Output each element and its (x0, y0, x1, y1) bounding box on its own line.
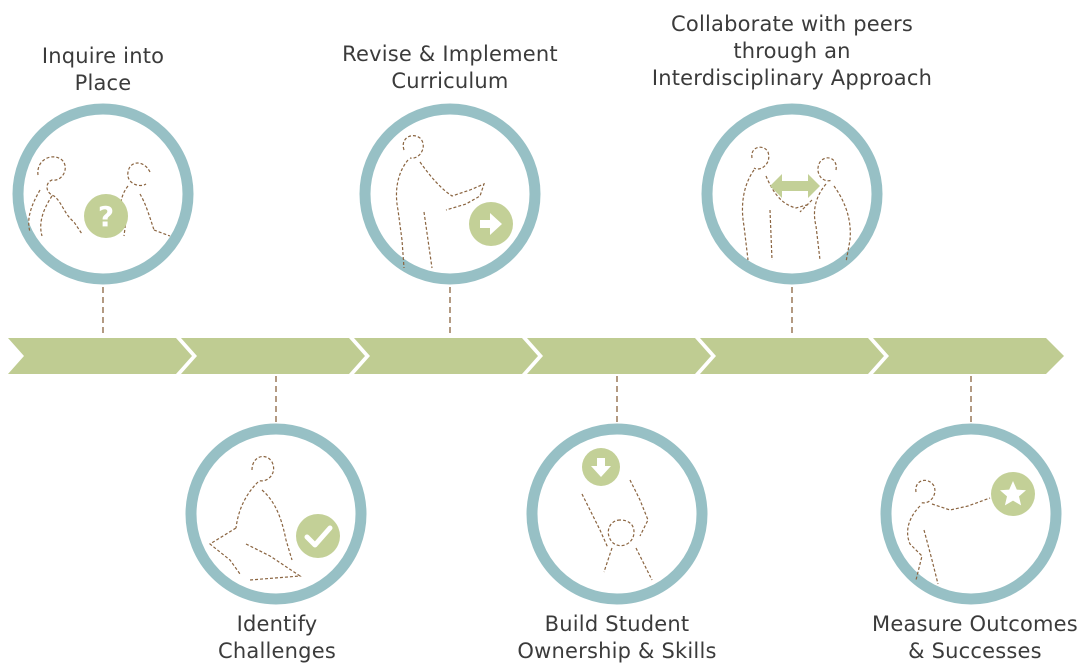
step-label-line: Collaborate with peers (671, 12, 913, 36)
double-arrow-icon (770, 174, 820, 198)
step-label-line: Measure Outcomes (872, 612, 1078, 636)
step-label-line: Curriculum (391, 69, 509, 93)
step-label-2: Identify Challenges (117, 611, 437, 665)
timeline-chevron-5 (700, 338, 884, 374)
step-label-3: Revise & Implement Curriculum (290, 41, 610, 95)
step-circle-1: ? (12, 103, 194, 285)
timeline-band (8, 338, 1064, 374)
star-icon (1000, 481, 1026, 506)
timeline-chevron-4 (527, 338, 711, 374)
step-label-line: Challenges (218, 639, 336, 663)
step-label-6: Measure Outcomes & Successes (815, 611, 1089, 665)
step-label-5: Collaborate with peers through an Interd… (632, 11, 952, 92)
presenting-teacher-illustration (395, 135, 485, 269)
step-label-line: & Successes (908, 639, 1042, 663)
timeline-chevron-2 (181, 338, 365, 374)
step-circle-4 (526, 423, 708, 605)
checkmark-icon (304, 525, 333, 548)
step-label-line: Inquire into (41, 44, 165, 68)
timeline-chevron-3 (354, 338, 538, 374)
step-label-line: Ownership & Skills (517, 639, 717, 663)
timeline-chevron-1 (8, 338, 192, 374)
step-label-line: Identify (236, 612, 318, 636)
step-label-line: Place (74, 71, 132, 95)
connectors (102, 287, 972, 423)
two-people-talking-illustration (741, 146, 851, 263)
step-circle-3 (359, 103, 541, 285)
step-circle-2 (185, 423, 367, 605)
step-label-line: Interdisciplinary Approach (651, 66, 933, 90)
checkmark-badge (296, 514, 340, 558)
step-label-line: through an (733, 39, 851, 63)
step-label-1: Inquire into Place (0, 43, 263, 97)
step-label-4: Build Student Ownership & Skills (457, 611, 777, 665)
crouching-people-illustration (28, 156, 171, 237)
question-mark-badge (84, 194, 128, 238)
question-mark-icon: ? (98, 200, 114, 233)
step-circle-6 (880, 423, 1062, 605)
step-circle-5 (701, 103, 883, 285)
step-label-line: Revise & Implement (342, 42, 558, 66)
down-arrow-icon (591, 458, 611, 477)
timeline-chevron-6 (873, 338, 1064, 374)
kneeling-person-illustration (208, 455, 302, 581)
right-arrow-icon (480, 213, 502, 235)
pointing-person-illustration (907, 479, 991, 585)
step-label-line: Build Student (544, 612, 690, 636)
